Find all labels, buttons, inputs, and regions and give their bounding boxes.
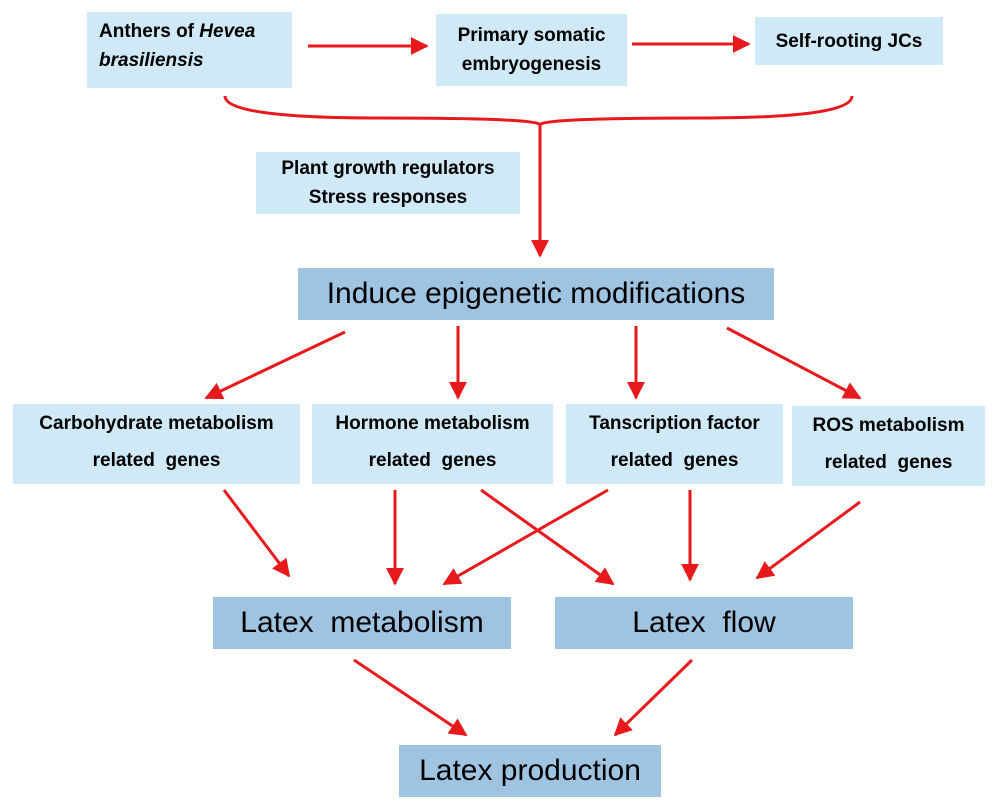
latex-metabolism-box: Latex metabolism bbox=[213, 597, 511, 649]
primary-line-2: embryogenesis bbox=[461, 53, 602, 75]
self-rooting-label: Self-rooting JCs bbox=[775, 31, 923, 52]
induce-label: Induce epigenetic modifications bbox=[326, 277, 746, 310]
arrow-induce-to-ros bbox=[726, 326, 862, 400]
latex-flow-box: Latex flow bbox=[555, 597, 853, 649]
anthers-prefix: Anthers of bbox=[99, 21, 200, 42]
arrow-metabolism-to-production bbox=[353, 658, 468, 737]
transcription-line-1: Tanscription factor bbox=[589, 413, 760, 434]
transcription-genes-box: Tanscription factor related genes bbox=[566, 404, 783, 484]
anthers-box: Anthers of Hevea brasiliensis bbox=[87, 12, 292, 88]
hormone-line-1: Hormone metabolism bbox=[335, 413, 530, 434]
arrow-transcription-to-metabolism bbox=[442, 488, 609, 586]
latex-production-label: Latex production bbox=[419, 754, 641, 787]
anthers-species: brasiliensis bbox=[99, 49, 204, 71]
ros-genes-box: ROS metabolism related genes bbox=[792, 406, 985, 486]
arrow-carbohydrate-to-metabolism bbox=[222, 489, 291, 578]
ros-line-2: related genes bbox=[824, 451, 953, 473]
factors-line-2: Stress responses bbox=[308, 186, 468, 208]
arrow-ros-to-flow bbox=[755, 500, 861, 580]
carbohydrate-line-2: related genes bbox=[92, 449, 221, 471]
hormone-line-2: related genes bbox=[368, 449, 497, 471]
arrow-induce-to-carbohydrate bbox=[204, 330, 346, 400]
anthers-genus: Hevea bbox=[199, 21, 256, 42]
curly-brace bbox=[223, 95, 854, 127]
arrow-hormone-to-flow bbox=[480, 488, 615, 586]
latex-metabolism-label: Latex metabolism bbox=[240, 606, 484, 639]
ros-line-1: ROS metabolism bbox=[812, 415, 965, 436]
induce-box: Induce epigenetic modifications bbox=[298, 268, 774, 320]
primary-embryogenesis-box: Primary somatic embryogenesis bbox=[436, 14, 627, 86]
transcription-line-2: related genes bbox=[610, 449, 739, 471]
anthers-line-1: Anthers of Hevea bbox=[99, 18, 282, 47]
factors-line-1: Plant growth regulators bbox=[281, 158, 495, 179]
self-rooting-box: Self-rooting JCs bbox=[755, 17, 943, 65]
primary-line-1: Primary somatic bbox=[457, 25, 606, 46]
latex-flow-label: Latex flow bbox=[632, 606, 776, 639]
carbohydrate-line-1: Carbohydrate metabolism bbox=[39, 413, 274, 434]
factors-box: Plant growth regulators Stress responses bbox=[256, 152, 520, 214]
arrow-flow-to-production bbox=[613, 658, 694, 737]
hormone-genes-box: Hormone metabolism related genes bbox=[312, 404, 553, 484]
carbohydrate-genes-box: Carbohydrate metabolism related genes bbox=[13, 404, 300, 484]
latex-production-box: Latex production bbox=[399, 745, 661, 797]
